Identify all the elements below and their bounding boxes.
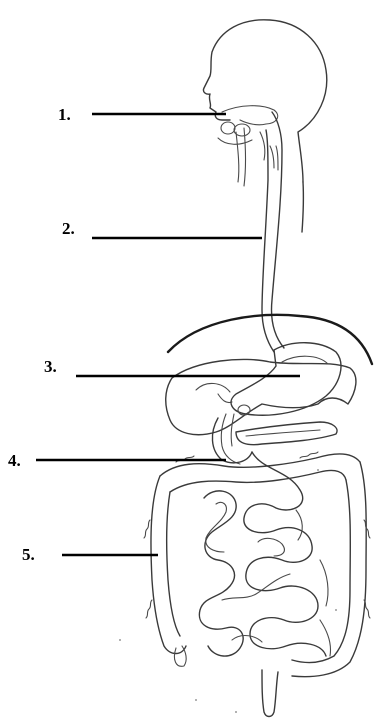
large-intestine [144, 452, 370, 717]
label-5: 5. [22, 545, 35, 564]
label-4: 4. [8, 451, 21, 470]
small-intestine [199, 452, 330, 656]
stomach [231, 343, 341, 415]
pancreas [236, 422, 337, 445]
label-3: 3. [44, 357, 57, 376]
label-1: 1. [58, 105, 71, 124]
diaphragm [168, 315, 372, 364]
label-2: 2. [62, 219, 75, 238]
mouth-structures [218, 106, 278, 160]
